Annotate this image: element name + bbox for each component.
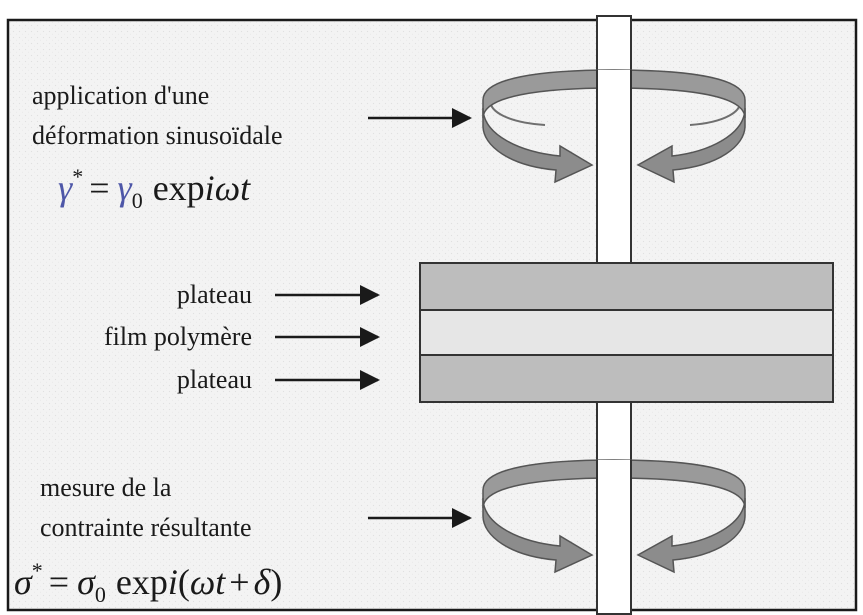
- label-bottom-line2: contrainte résultante: [40, 513, 252, 542]
- polymer-film: [419, 309, 834, 356]
- bottom-rotation-arrow: [482, 459, 746, 574]
- shaft-front-bottom: [598, 460, 630, 560]
- shaft-front-top: [598, 70, 630, 170]
- label-top-line1: application d'une: [32, 81, 209, 110]
- label-plate-bottom: plateau: [177, 365, 252, 394]
- label-bottom-line1: mesure de la: [40, 473, 172, 502]
- top-plate: [419, 262, 834, 311]
- bottom-plate: [419, 354, 834, 403]
- label-plate-top: plateau: [177, 280, 252, 309]
- label-film: film polymère: [104, 322, 252, 351]
- label-top-line2: déformation sinusoïdale: [32, 121, 283, 150]
- top-rotation-arrow: [482, 69, 746, 184]
- diagram-frame: [6, 18, 858, 612]
